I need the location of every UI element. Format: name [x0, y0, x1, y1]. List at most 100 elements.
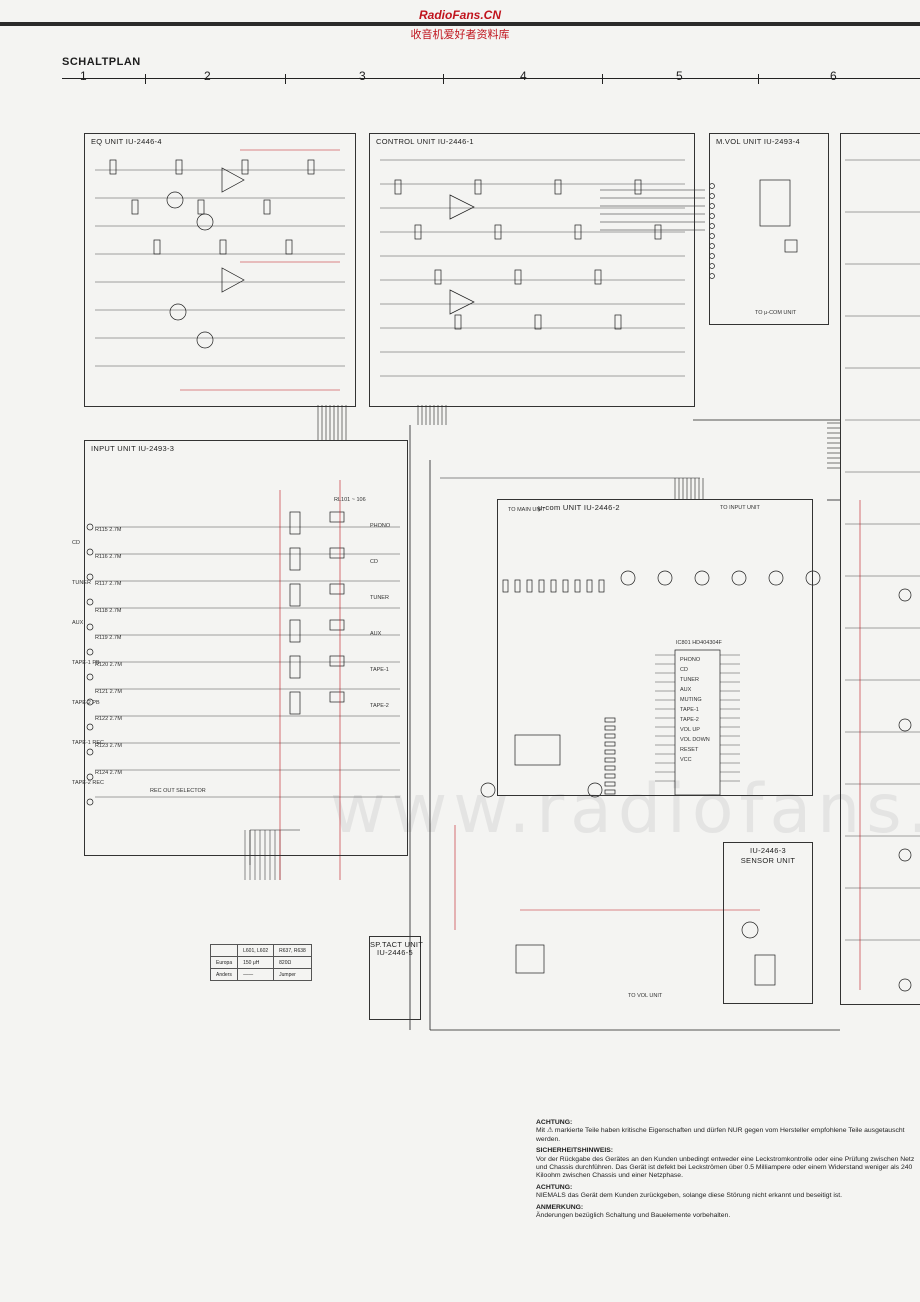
relay-output-label: TAPE-2 — [370, 703, 389, 709]
component — [604, 789, 616, 795]
transistor — [86, 723, 94, 731]
input-resistor-label: R117 2.7M — [95, 581, 122, 587]
component — [263, 199, 271, 215]
transistor — [898, 588, 912, 602]
relay-block-label: RL101 ~ 106 — [334, 497, 366, 503]
transistor — [898, 848, 912, 862]
note-heading-1: ACHTUNG: — [536, 1119, 573, 1126]
note-text-3: NIEMALS das Gerät dem Kunden zurückgeben… — [536, 1192, 843, 1200]
component — [329, 547, 345, 559]
input-resistor-label: R120 2.7M — [95, 662, 122, 668]
input-source-label: CD — [72, 540, 80, 546]
component — [329, 511, 345, 523]
transistor — [898, 718, 912, 732]
to-main-label: TO MAIN UNIT — [508, 507, 546, 513]
relay-output-label: TAPE-1 — [370, 667, 389, 673]
component — [604, 725, 616, 731]
component — [574, 579, 581, 593]
opamp-eq — [221, 167, 245, 193]
table-cell — [209, 944, 239, 957]
transistor — [86, 673, 94, 681]
component — [754, 954, 776, 986]
ic801-pin-label: PHONO — [680, 657, 701, 663]
component — [759, 179, 791, 227]
component — [394, 179, 402, 195]
transistor — [196, 331, 214, 349]
component — [614, 314, 622, 330]
control-unit: CONTROL UNIT IU-2446-1 — [369, 133, 695, 407]
component — [604, 741, 616, 747]
column-number-4: 4 — [520, 69, 527, 83]
input-unit: INPUT UNIT IU-2493-3 — [84, 440, 408, 856]
component — [329, 655, 345, 667]
eq-unit-title: EQ UNIT IU-2446-4 — [91, 137, 162, 146]
component — [550, 579, 557, 593]
top-border — [0, 22, 920, 26]
opamp-eq — [221, 267, 245, 293]
component — [514, 579, 521, 593]
table-cell: 150 μH — [237, 956, 275, 969]
input-source-label: AUX — [72, 620, 84, 626]
component — [494, 224, 502, 240]
relay-output-label: CD — [370, 559, 378, 565]
sptact-unit: SP.TACT UNIT IU-2446-5 — [369, 936, 423, 1020]
transistor — [86, 773, 94, 781]
relay-output-label: PHONO — [370, 523, 391, 529]
component — [594, 269, 602, 285]
ic801-pin-label: AUX — [680, 687, 692, 693]
ic801-pin-label: CD — [680, 667, 688, 673]
ucom-unit-title: μ-com UNIT IU-2446-2 — [538, 503, 620, 512]
note-heading-3: ACHTUNG: — [536, 1183, 573, 1191]
transistor — [86, 623, 94, 631]
component — [454, 314, 462, 330]
component — [604, 733, 616, 739]
ic801-pin-label: RESET — [680, 747, 699, 753]
input-source-label: TAPE-2 PB — [72, 700, 100, 706]
input-resistor-label: R122 2.7M — [95, 716, 122, 722]
transistor — [657, 570, 673, 586]
component — [538, 579, 545, 593]
ic801-pin-label: MUTING — [680, 697, 702, 703]
ic801-pin-label: TAPE-1 — [680, 707, 699, 713]
input-resistor-label: R118 2.7M — [95, 608, 122, 614]
ic801-pin-label: VCC — [680, 757, 692, 763]
component — [598, 579, 605, 593]
table-row: Anders——Jumper — [209, 968, 312, 981]
to-vol-label: TO VOL UNIT — [628, 993, 663, 999]
column-tick — [602, 74, 603, 84]
component — [289, 655, 301, 679]
table-cell: Anders — [209, 968, 239, 981]
component — [289, 619, 301, 643]
component — [329, 691, 345, 703]
component — [784, 239, 798, 253]
transistor — [86, 648, 94, 656]
eq-unit: EQ UNIT IU-2446-4 — [84, 133, 356, 407]
input-unit-title: INPUT UNIT IU-2493-3 — [91, 444, 175, 453]
relay-output-label: AUX — [370, 631, 382, 637]
component — [289, 583, 301, 607]
component — [604, 765, 616, 771]
service-notes: ACHTUNG: Mit ⚠ markierte Teile haben kri… — [536, 1116, 920, 1220]
component — [654, 224, 662, 240]
table-cell: 820Ω — [273, 956, 312, 969]
transistor — [587, 782, 603, 798]
column-number-1: 1 — [80, 69, 87, 83]
input-source-label: TAPE-2 REC — [72, 780, 104, 786]
sensor-unit: IU-2446-3 SENSOR UNIT — [723, 842, 813, 1004]
component — [562, 579, 569, 593]
column-number-5: 5 — [676, 69, 683, 83]
sptact-unit-number: IU-2446-5 — [376, 948, 414, 957]
component — [414, 224, 422, 240]
mvol-unit-title: M.VOL UNIT IU-2493-4 — [716, 137, 800, 146]
component — [153, 239, 161, 255]
component — [514, 734, 561, 766]
transistor — [196, 213, 214, 231]
component — [131, 199, 139, 215]
component — [307, 159, 315, 175]
component — [554, 179, 562, 195]
page-title: SCHALTPLAN — [62, 56, 141, 68]
component — [329, 583, 345, 595]
component — [604, 749, 616, 755]
control-unit-title: CONTROL UNIT IU-2446-1 — [376, 137, 474, 146]
